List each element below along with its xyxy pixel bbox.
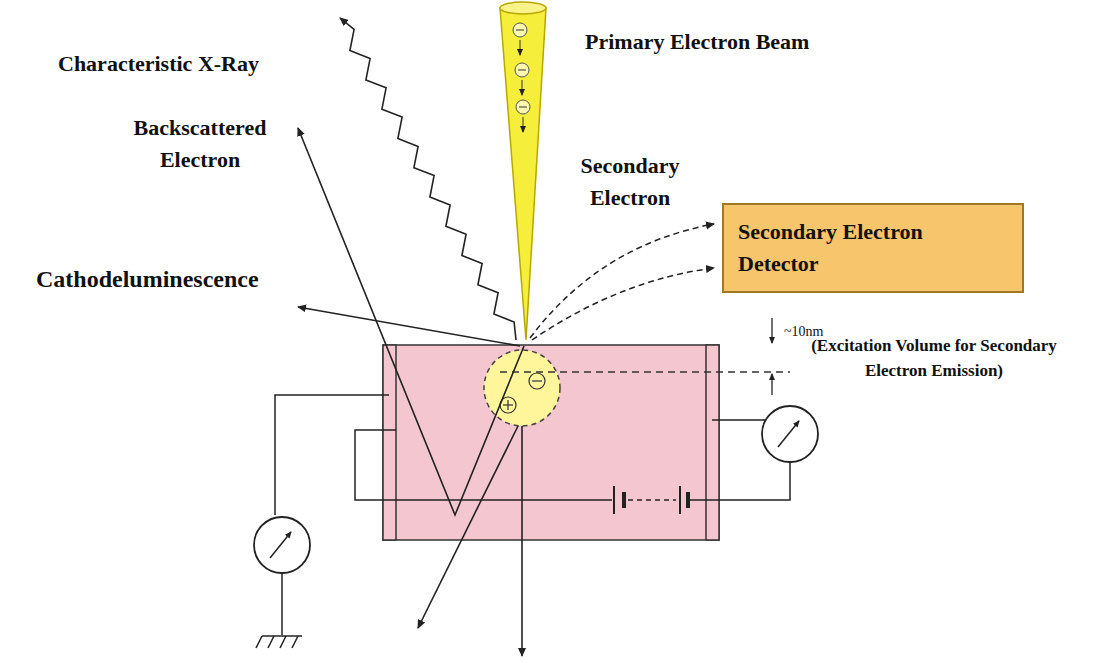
secondary-label: Secondary Electron: [545, 150, 715, 214]
xray-path: [340, 18, 516, 340]
excitation-label: (Excitation Volume for Secondary Electro…: [805, 334, 1063, 383]
beam-label: Primary Electron Beam: [585, 26, 809, 58]
se-path: [532, 268, 714, 340]
transmitted-arrow: [418, 426, 518, 628]
battery-symbol: [614, 486, 688, 514]
electron-symbol: [529, 373, 545, 389]
ground-symbol: [256, 636, 302, 648]
ammeter-symbol: [762, 406, 818, 462]
depth-line: [500, 371, 790, 373]
right-electrode: [706, 345, 719, 540]
transmitted-arrow: [521, 426, 523, 656]
sample-block: [383, 345, 719, 540]
box-text: Secondary Electron Detector: [738, 216, 1008, 280]
ammeter-symbol: [254, 517, 310, 573]
cl-arrow: [298, 307, 520, 346]
dimension-arrow: [771, 374, 772, 395]
primary-beam: [500, 2, 546, 340]
backscatter-label: Backscattered Electron: [100, 112, 300, 176]
circuit-wires: [275, 395, 790, 635]
se-path: [530, 224, 714, 338]
left-electrode: [383, 345, 396, 540]
cl-label: Cathodeluminescence: [36, 262, 259, 297]
xray-label: Characteristic X-Ray: [58, 48, 259, 80]
dimension-arrow: [771, 318, 772, 343]
backscatter-path: [298, 128, 524, 515]
detector-box: Secondary Electron Detector: [722, 203, 1024, 293]
